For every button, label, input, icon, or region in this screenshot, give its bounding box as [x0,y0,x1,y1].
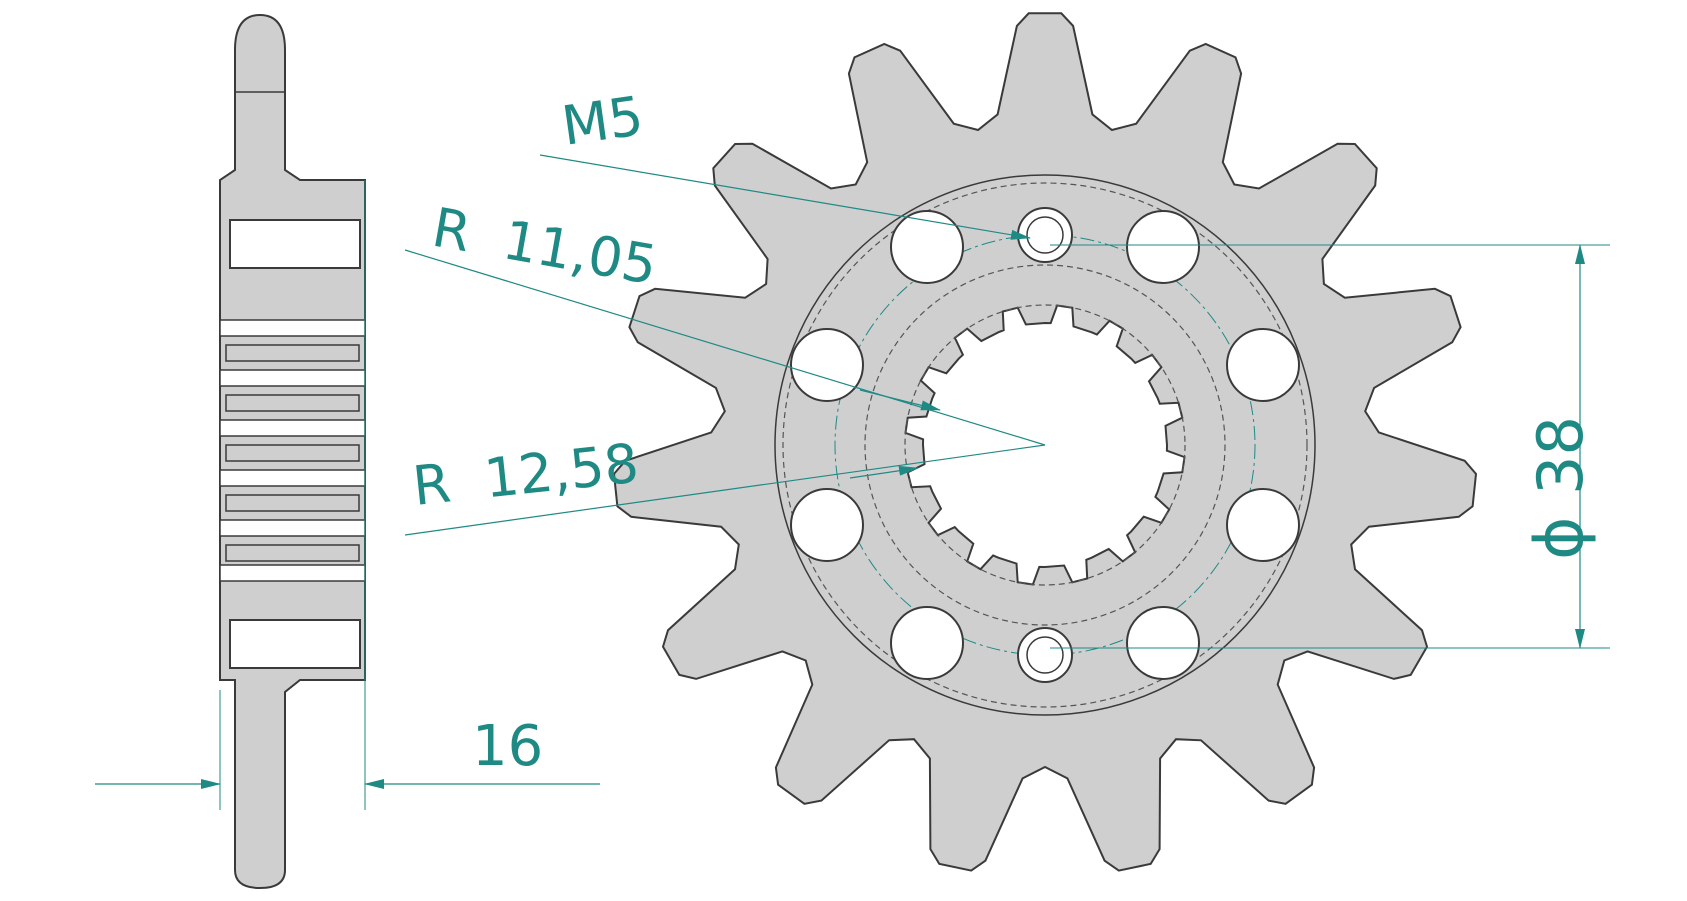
spline-root-hidden [904,304,1186,586]
side-slot-bottom [229,619,361,669]
bolt-hole-large [1226,328,1300,402]
bolt-hole-large [890,210,964,284]
outer-radius-arrow [849,465,919,479]
side-spline-band [225,444,360,462]
side-spline-band [219,419,366,437]
side-spline-band [219,469,366,487]
diameter-dimension: ϕ 38 [1050,244,1610,649]
bolt-hole-large [790,328,864,402]
side-spline-band [219,564,366,582]
hub-boss-circle-hidden [782,182,1308,708]
bolt-holes [790,207,1300,683]
thread-callout: M5 [539,84,1031,240]
width-dimension: 16 [95,714,600,789]
outer-radius-leader [404,444,1046,536]
side-view [219,13,366,890]
inner-radius-leader [404,249,1046,446]
side-spline-band [225,544,360,562]
diameter-label-group: ϕ 38 [1521,416,1598,560]
side-spline-band [219,319,366,337]
diameter-symbol: ϕ [1521,516,1598,560]
inner-radius-label: R 11,05 [428,196,662,297]
outer-radius-label: R 12,58 [410,432,642,518]
bolt-hole-large [790,488,864,562]
side-slot-top [229,219,361,269]
side-spline-band [225,344,360,362]
thread-label: M5 [558,84,647,158]
thread-leader [539,154,1031,240]
hub-boss-circle [774,174,1316,716]
front-view [612,12,1478,872]
hub-shoulder-hidden [864,264,1226,626]
bolt-hole-large [1226,488,1300,562]
side-spline-bands [219,319,366,582]
side-spline-band [219,519,366,537]
threaded-hole-inner [1026,216,1064,254]
width-label: 16 [472,714,543,779]
inner-radius-arrow [859,389,941,411]
bolt-hole-large [1126,606,1200,680]
bolt-hole-large [890,606,964,680]
side-spline-band [219,369,366,387]
bolt-hole-large [1126,210,1200,284]
side-spline-band [225,494,360,512]
threaded-hole-inner [1026,636,1064,674]
side-spline-band [225,394,360,412]
diameter-value: 38 [1524,416,1597,495]
